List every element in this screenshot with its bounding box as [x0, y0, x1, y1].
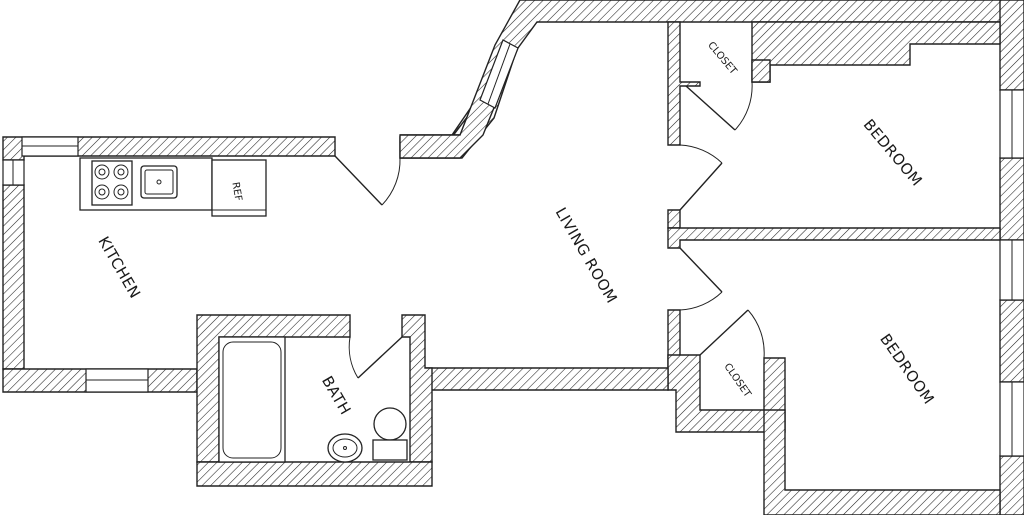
right-outer-wall-mid	[999, 157, 1024, 241]
doors	[334, 81, 765, 379]
bedroom-lower-door-swing	[679, 291, 723, 311]
living-bottom-wall	[424, 367, 669, 391]
bedroom-lower-label: BEDROOM	[876, 330, 938, 407]
stove-icon	[91, 160, 133, 206]
bath-sink-icon	[327, 433, 363, 463]
living-bedroom-upper-wall	[667, 209, 681, 229]
closet-lower-door	[699, 309, 749, 356]
bath-bottom-wall	[196, 461, 433, 487]
right-outer-wall-upper	[999, 0, 1024, 91]
entry-door	[334, 155, 383, 206]
bath-right-wall	[401, 314, 433, 463]
bedroom-upper-top-wall	[751, 21, 1001, 83]
bedroom-lower-door	[679, 247, 723, 293]
ref-label: REF	[229, 181, 243, 202]
right-outer-wall-lower	[999, 299, 1024, 383]
closet-lower-label: CLOSET	[721, 362, 753, 401]
kitchen-sink-icon	[140, 165, 178, 199]
closet-upper-walls	[667, 21, 701, 146]
bedroom-upper-door	[679, 162, 723, 211]
bedroom-upper-label: BEDROOM	[860, 116, 926, 190]
bath-label: BATH	[318, 373, 355, 418]
fixtures: REF	[79, 157, 408, 463]
kitchen-label: KITCHEN	[94, 233, 144, 301]
closet-upper-door-swing	[734, 81, 753, 131]
bedroom-upper-door-swing	[679, 144, 723, 164]
closet-upper-door	[685, 85, 736, 131]
closet-lower-walls	[667, 354, 786, 433]
toilet-icon	[372, 407, 408, 461]
bath-door-swing	[348, 336, 359, 379]
closet-upper-right-wall	[751, 59, 771, 83]
bedroom-divider-wall	[667, 227, 1001, 249]
closet-lower-door-swing	[747, 309, 765, 359]
closet-upper-label: CLOSET	[705, 40, 739, 78]
bath-door	[357, 336, 403, 379]
living-room-label: LIVING ROOM	[552, 204, 621, 306]
entry-door-swing	[381, 157, 401, 206]
bathtub-icon	[218, 336, 286, 463]
bedroom-lower-bottom-wall	[763, 409, 1001, 515]
kitchen-left-wall	[2, 184, 25, 370]
right-outer-wall-bottom	[999, 455, 1024, 515]
windows	[2, 39, 1024, 457]
refrigerator-icon: REF	[211, 159, 267, 217]
